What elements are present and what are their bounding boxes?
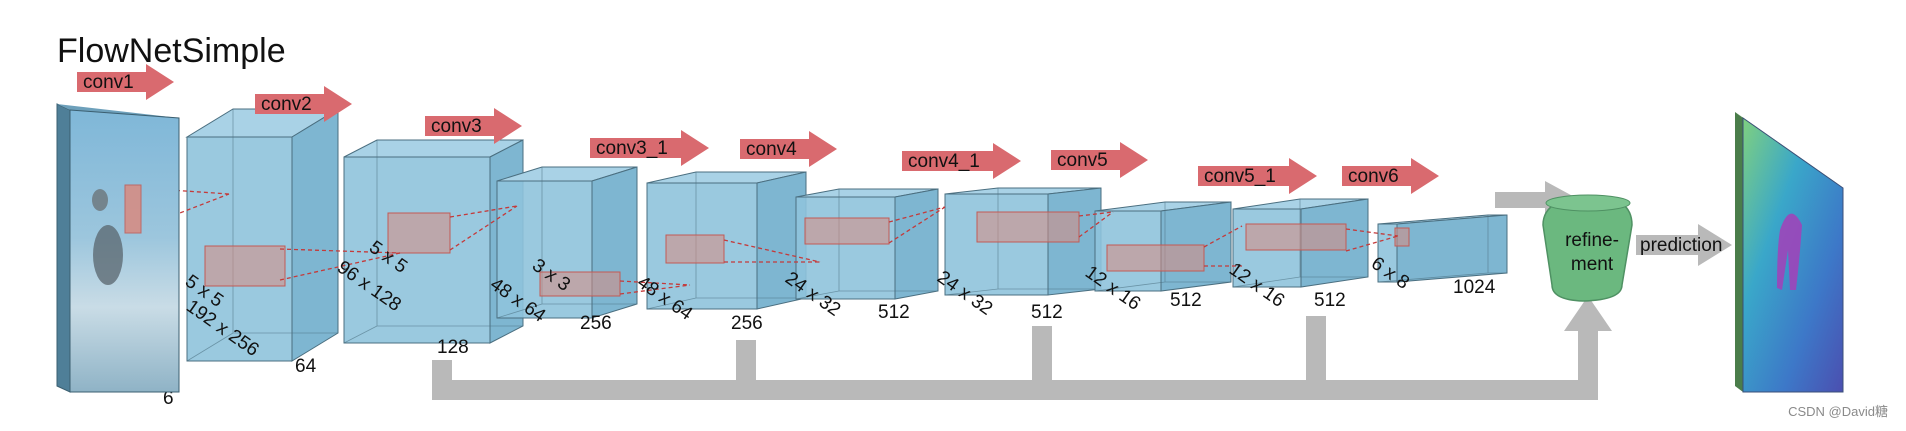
conv-arrow-conv4_1: conv4_1 — [902, 143, 1021, 179]
refinement-label-line2: ment — [1571, 254, 1614, 275]
block-9-channels: 1024 — [1453, 277, 1496, 298]
conv-label-conv5: conv5 — [1057, 150, 1108, 171]
block-6-channels: 512 — [1031, 302, 1063, 323]
input-image — [56, 103, 180, 393]
conv-label-conv5_1: conv5_1 — [1204, 166, 1276, 187]
conv-label-conv2: conv2 — [261, 94, 312, 115]
block-5-channels: 512 — [878, 302, 910, 323]
skip-connections — [432, 296, 1612, 400]
block-4-channels: 256 — [731, 313, 763, 334]
conv-arrow-conv5: conv5 — [1051, 142, 1148, 178]
kernel-dash-18 — [1345, 235, 1399, 252]
kernel-dash-5 — [449, 205, 518, 218]
kernel-patch-9 — [1394, 227, 1410, 247]
kernel-dash-6 — [449, 205, 518, 251]
kernel-patch-3 — [539, 271, 621, 297]
refinement-block: refine- ment — [1542, 194, 1633, 302]
conv-label-conv6: conv6 — [1348, 166, 1399, 187]
input-channels: 6 — [163, 388, 174, 409]
feature-block-5 — [795, 188, 939, 300]
conv-arrow-conv3: conv3 — [425, 108, 522, 144]
feature-block-9 — [1377, 214, 1508, 283]
block-7-channels: 512 — [1170, 290, 1202, 311]
kernel-patch-6 — [976, 211, 1080, 243]
kernel-patch-5 — [804, 217, 890, 245]
diagram-title: FlowNetSimple — [57, 32, 286, 70]
kernel-dash-15 — [1203, 225, 1243, 248]
kernel-patch-1 — [204, 245, 286, 287]
conv-arrow-conv5_1: conv5_1 — [1198, 158, 1317, 194]
kernel-dash-9 — [723, 239, 821, 263]
kernel-dash-13 — [1078, 211, 1114, 217]
output-flow — [1735, 112, 1844, 393]
conv-label-conv3: conv3 — [431, 116, 482, 137]
block-3-channels: 256 — [580, 313, 612, 334]
conv-arrow-conv4: conv4 — [740, 131, 837, 167]
conv-label-conv3_1: conv3_1 — [596, 138, 668, 159]
kernel-dash-3 — [279, 248, 401, 254]
refinement-label-line1: refine- — [1565, 230, 1619, 251]
kernel-patch-7 — [1106, 244, 1205, 272]
conv-label-conv4_1: conv4_1 — [908, 151, 980, 172]
conv-arrow-conv2: conv2 — [255, 86, 352, 122]
prediction-arrow: prediction — [1636, 224, 1732, 266]
conv-arrow-conv1: conv1 — [77, 64, 174, 100]
conv-label-conv4: conv4 — [746, 139, 797, 160]
watermark: CSDN @David糖 — [1788, 404, 1888, 419]
kernel-dash-14 — [1078, 211, 1114, 238]
kernel-dash-8 — [619, 284, 691, 295]
kernel-patch-8 — [1245, 223, 1347, 251]
block-1-channels: 64 — [295, 356, 317, 377]
conv-label-conv1: conv1 — [83, 72, 134, 93]
kernel-dash-17 — [1345, 228, 1399, 237]
block-8-channels: 512 — [1314, 290, 1346, 311]
conv-arrow-conv6: conv6 — [1342, 158, 1439, 194]
kernel-patch-4 — [665, 234, 725, 264]
block-2-channels: 128 — [437, 337, 469, 358]
conv-arrow-conv3_1: conv3_1 — [590, 130, 709, 166]
kernel-dash-7 — [619, 280, 691, 286]
kernel-patch-2 — [387, 212, 451, 254]
prediction-label: prediction — [1640, 235, 1722, 256]
kernel-dash-11 — [888, 206, 946, 223]
